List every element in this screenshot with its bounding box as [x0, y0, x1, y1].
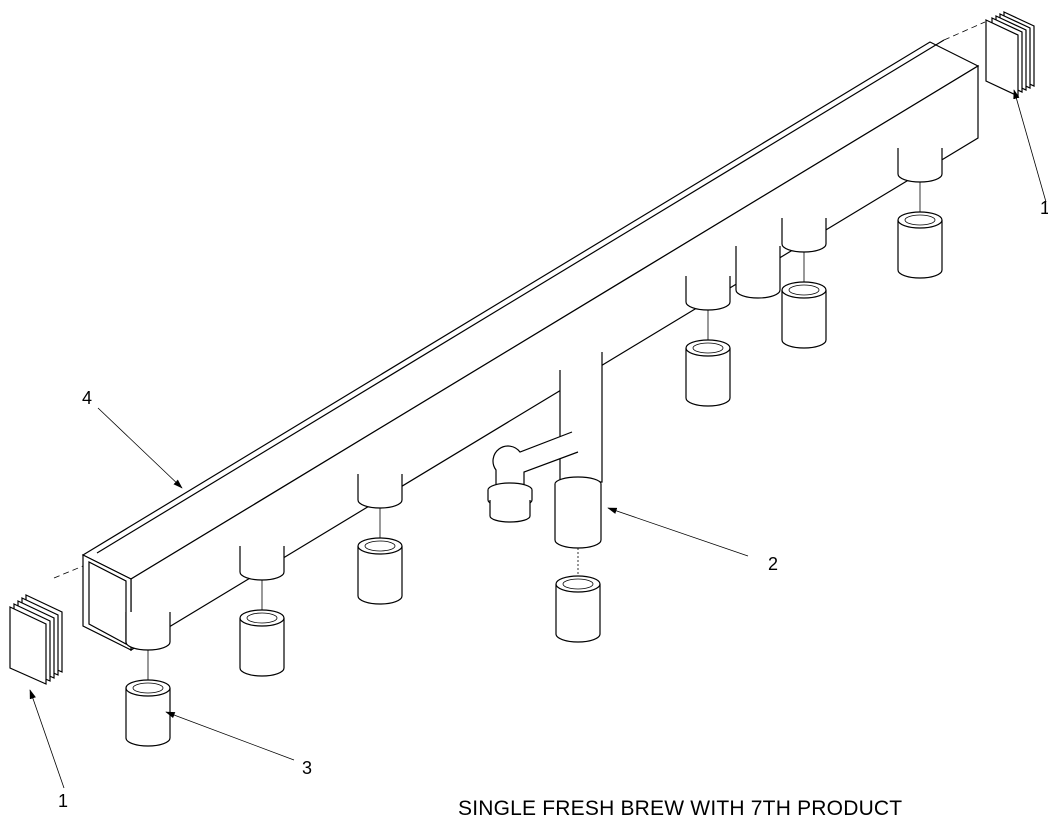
sleeve: [685, 339, 731, 407]
sleeve: [781, 281, 827, 349]
callout-1-right-label: 1: [1040, 198, 1048, 218]
assembly-lines: [147, 182, 921, 680]
callout-3-arrow: [165, 711, 295, 761]
sleeve: [125, 679, 171, 747]
callout-arrows: [29, 89, 1047, 789]
sleeve: [239, 609, 285, 677]
square-tube: [81, 39, 980, 652]
callout-3-label: 3: [302, 758, 312, 778]
outlet-stubs: [125, 148, 943, 651]
leader-line: [53, 565, 84, 579]
callout-1-right-arrow: [1013, 89, 1047, 203]
sleeve: [357, 537, 403, 605]
drain-assembly: [487, 352, 603, 549]
callout-2-arrow: [607, 507, 749, 557]
callout-2-label: 2: [768, 554, 778, 574]
callout-4-label: 4: [82, 388, 92, 408]
callout-4-arrow: [97, 407, 183, 489]
sleeve: [555, 575, 601, 643]
diagram-caption: SINGLE FRESH BREW WITH 7TH PRODUCT: [458, 797, 903, 820]
sleeve: [897, 211, 943, 279]
end-cap-right: [985, 11, 1035, 97]
callout-1-label: 1: [58, 791, 68, 811]
sleeves: [125, 211, 943, 747]
leader-line: [943, 21, 986, 41]
callout-1-arrow: [29, 689, 65, 789]
end-cap-left: [9, 594, 63, 685]
